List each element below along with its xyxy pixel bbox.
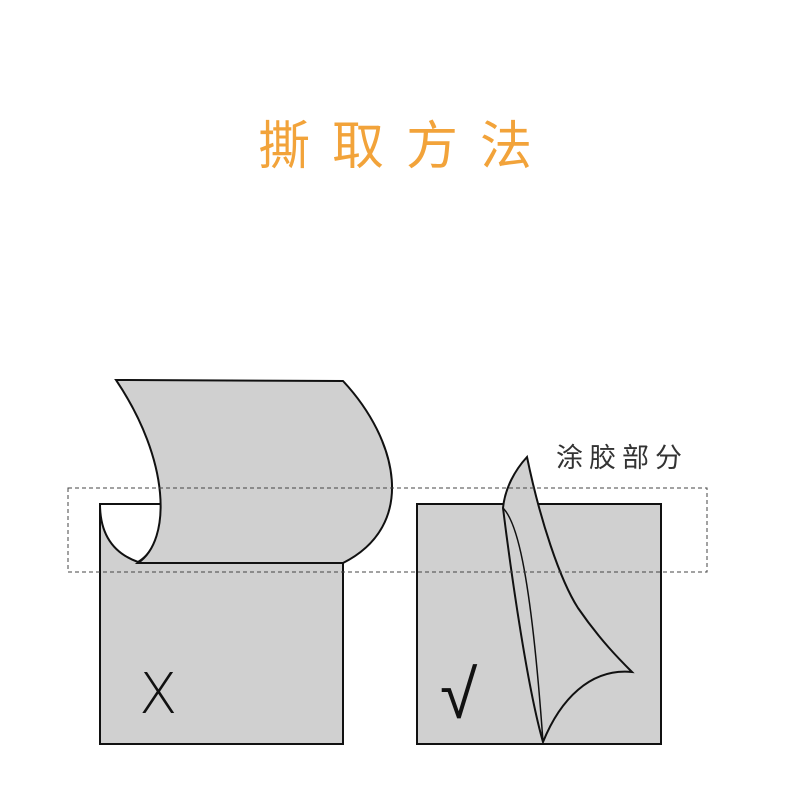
- glue-area-outline: [67, 487, 708, 573]
- glue-area-label: 涂胶部分: [556, 443, 688, 474]
- wrong-mark: X: [139, 662, 178, 727]
- wrong-method-peeled-flap: [114, 378, 393, 564]
- right-method-peeled-corner: [501, 454, 635, 746]
- right-method-fold-edge: [502, 507, 544, 743]
- correct-mark: √: [440, 656, 478, 735]
- page-title: 撕取方法: [257, 117, 554, 177]
